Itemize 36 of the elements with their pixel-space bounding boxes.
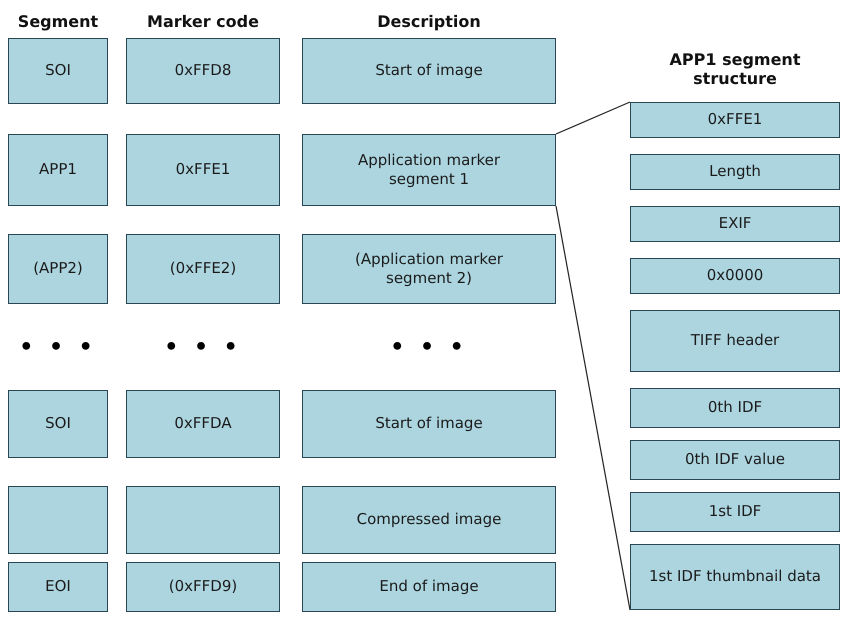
segment-box: 0th IDF [630, 388, 840, 428]
column-header: Description [376, 12, 482, 32]
segment-box: 1st IDF thumbnail data [630, 544, 840, 610]
segment-box: Start of image [302, 390, 556, 458]
segment-box: SOI [8, 38, 108, 104]
ellipsis: • • • [18, 335, 98, 360]
ellipsis: • • • [389, 335, 469, 360]
column-header: Marker code [146, 12, 260, 32]
segment-box: Start of image [302, 38, 556, 104]
segment-box: 1st IDF [630, 492, 840, 532]
column-header: APP1 segment structure [668, 50, 802, 88]
segment-box: Application marker segment 1 [302, 134, 556, 206]
expansion-line [555, 206, 631, 610]
segment-box: 0xFFD8 [126, 38, 280, 104]
segment-box: Length [630, 154, 840, 190]
expansion-line [556, 101, 630, 135]
segment-box: 0xFFE1 [126, 134, 280, 206]
segment-box: (0xFFE2) [126, 234, 280, 304]
empty-box [126, 486, 280, 554]
column-header: Segment [16, 12, 100, 32]
segment-box: (Application marker segment 2) [302, 234, 556, 304]
segment-box: 0xFFDA [126, 390, 280, 458]
segment-box: EOI [8, 562, 108, 612]
segment-box: (0xFFD9) [126, 562, 280, 612]
segment-box: End of image [302, 562, 556, 612]
segment-box: EXIF [630, 206, 840, 242]
segment-box: SOI [8, 390, 108, 458]
segment-box: Compressed image [302, 486, 556, 554]
segment-box: APP1 [8, 134, 108, 206]
segment-box: 0x0000 [630, 258, 840, 294]
ellipsis: • • • [163, 335, 243, 360]
segment-box: 0xFFE1 [630, 102, 840, 138]
segment-box: TIFF header [630, 310, 840, 372]
segment-box: 0th IDF value [630, 440, 840, 480]
segment-box: (APP2) [8, 234, 108, 304]
empty-box [8, 486, 108, 554]
